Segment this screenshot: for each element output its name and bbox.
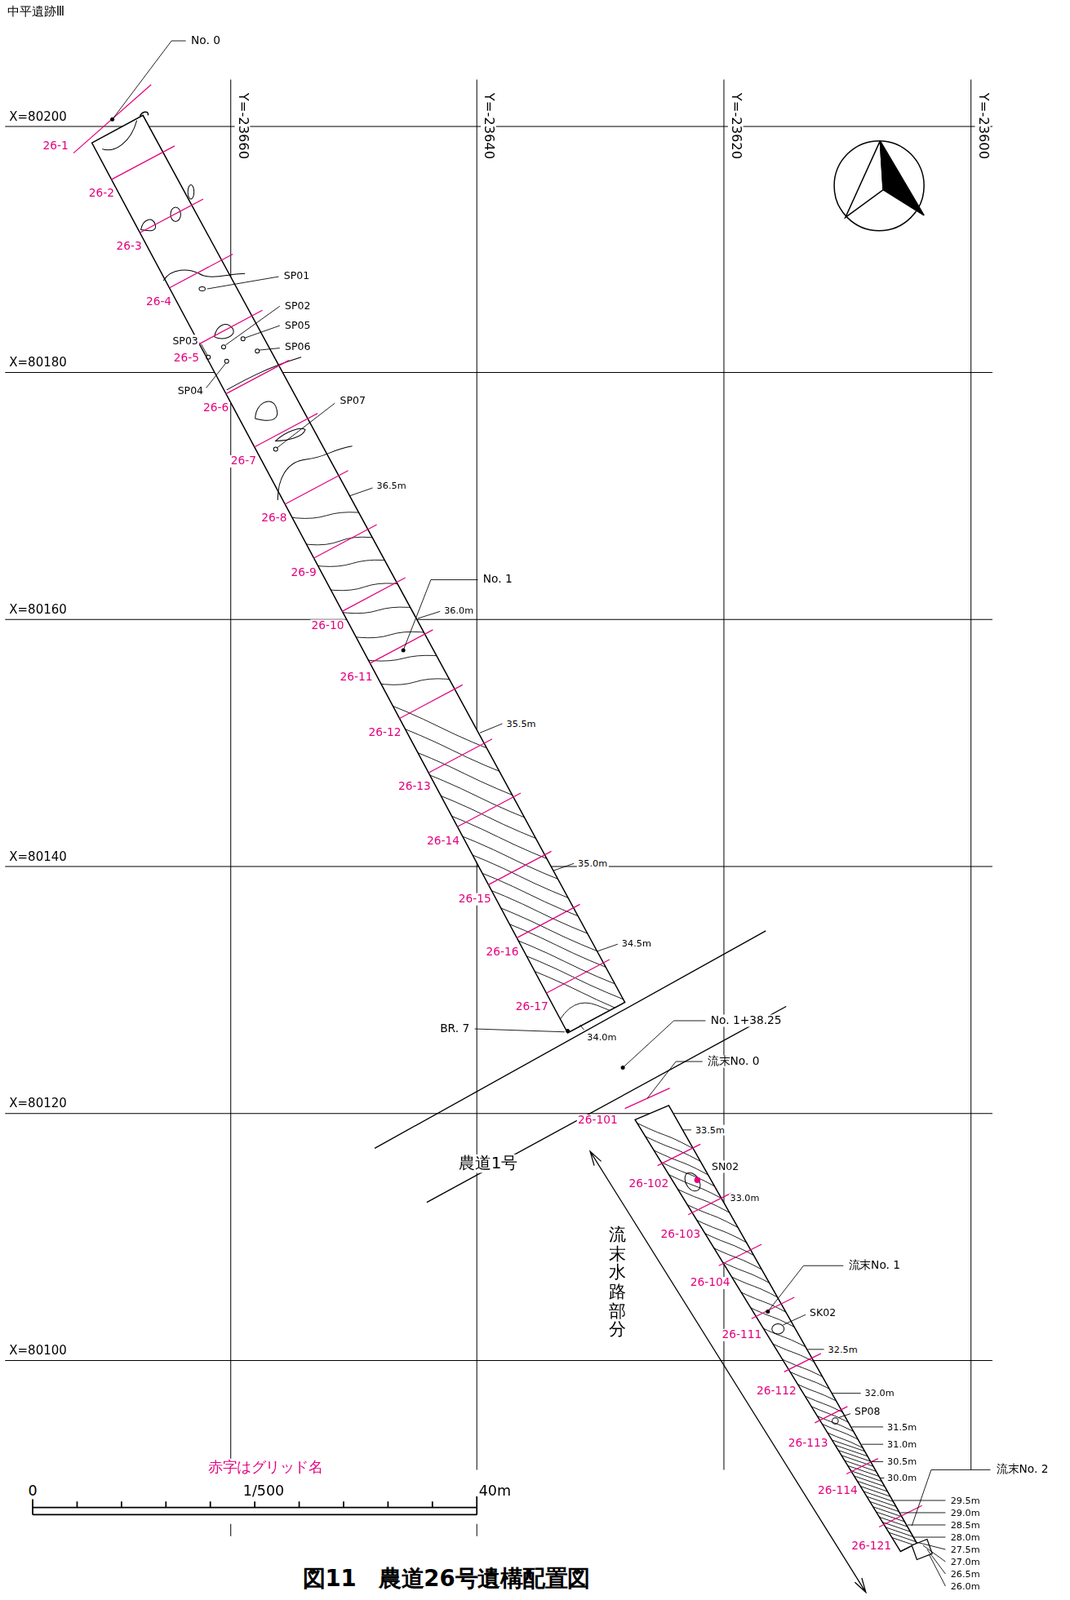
survey-point xyxy=(110,117,770,1315)
elevation-label: 36.0m xyxy=(443,605,476,617)
feature-label: SP08 xyxy=(853,1406,882,1418)
elevation-label: 28.5m xyxy=(949,1520,982,1532)
feature-label: SP06 xyxy=(284,341,312,353)
scale-label: 0 xyxy=(26,1482,39,1499)
elevation-label: 36.5m xyxy=(375,480,408,492)
grid-name: 26-17 xyxy=(515,1001,550,1015)
elevation-label: 34.0m xyxy=(586,1032,618,1044)
elevation-label: 35.0m xyxy=(577,858,609,870)
station-label: No. 0 xyxy=(190,34,222,48)
station-label: No. 1 xyxy=(481,572,513,587)
grid-coordinate: X=80180 xyxy=(8,356,68,371)
station-label: No. 1+38.25 xyxy=(709,1014,782,1028)
grid-name: 26-12 xyxy=(367,726,402,740)
grid-coordinate: X=80140 xyxy=(8,850,68,865)
grid-coordinate: X=80160 xyxy=(8,603,68,618)
elevation-label: 29.0m xyxy=(949,1508,982,1519)
elevation-label: 28.0m xyxy=(949,1532,982,1544)
grid-boundary xyxy=(73,84,923,1528)
road-name: 農道1号 xyxy=(457,1154,519,1174)
feature-label: SP04 xyxy=(176,385,205,397)
scale-label: 1/500 xyxy=(241,1482,285,1499)
feature-label: SP02 xyxy=(284,300,312,312)
elevation-label: 27.0m xyxy=(949,1557,982,1568)
grid-name: 26-104 xyxy=(688,1276,731,1290)
grid-name: 26-121 xyxy=(850,1540,893,1554)
elevation-label: 32.0m xyxy=(863,1388,896,1399)
extent-arrow xyxy=(590,1151,866,1593)
north-arrow xyxy=(834,141,924,231)
grid-name: 26-5 xyxy=(172,351,200,365)
feature-outline xyxy=(102,120,839,1426)
elevation-label: 30.5m xyxy=(886,1456,919,1468)
contour-line xyxy=(255,509,653,1026)
grid-name: 26-103 xyxy=(659,1229,702,1243)
grid-name: 26-8 xyxy=(260,511,289,525)
grid-name: 26-14 xyxy=(426,834,461,849)
grid-line xyxy=(4,79,993,1537)
elevation-label: 31.0m xyxy=(886,1439,919,1451)
grid-name: 26-102 xyxy=(627,1177,670,1191)
grid-name: 26-101 xyxy=(577,1114,619,1128)
elevation-label: 34.5m xyxy=(621,938,653,950)
grid-name: 26-111 xyxy=(720,1328,763,1342)
grid-name: 26-11 xyxy=(338,671,373,685)
grid-name: 26-4 xyxy=(145,295,174,309)
elevation-label: 35.5m xyxy=(505,719,538,730)
scale-label: 40m xyxy=(477,1482,512,1499)
page-header: 中平遺跡Ⅲ xyxy=(6,4,67,19)
feature-label: SP01 xyxy=(283,269,311,281)
grid-name: 26-113 xyxy=(787,1437,830,1451)
scale-note: 赤字はグリッド名 xyxy=(207,1459,325,1476)
grid-name: 26-114 xyxy=(816,1485,859,1499)
grid-coordinate: Y=-23640 xyxy=(480,91,497,160)
figure-caption: 図11 農道26号遺構配置図 xyxy=(301,1565,591,1592)
grid-name: 26-2 xyxy=(88,187,116,201)
grid-name: 26-13 xyxy=(397,780,432,794)
contour-line xyxy=(623,1117,942,1556)
grid-name: 26-6 xyxy=(202,401,231,415)
feature-label: SP05 xyxy=(284,319,312,332)
feature-label: SK02 xyxy=(808,1306,838,1319)
grid-name: 26-3 xyxy=(115,240,143,254)
grid-coordinate: Y=-23600 xyxy=(974,91,991,160)
grid-name: 26-1 xyxy=(41,139,70,153)
station-label: 流末No. 1 xyxy=(847,1259,902,1273)
grid-name: 26-16 xyxy=(484,945,520,960)
station-label: 流末No. 2 xyxy=(995,1463,1050,1477)
grid-name: 26-10 xyxy=(310,619,345,633)
grid-name: 26-7 xyxy=(229,454,258,468)
section-label: 流末水路部分 xyxy=(608,1225,627,1340)
feature-label: SP03 xyxy=(171,334,200,347)
feature-point xyxy=(694,1176,702,1184)
station-label: 流末No. 0 xyxy=(706,1055,761,1069)
grid-name: 26-9 xyxy=(289,566,318,580)
trench-outline xyxy=(92,115,626,1034)
grid-coordinate: Y=-23660 xyxy=(234,91,250,160)
grid-coordinate: X=80100 xyxy=(8,1345,68,1359)
elevation-label: 33.0m xyxy=(728,1193,761,1204)
scale-bar xyxy=(32,1496,477,1516)
elevation-label: 33.5m xyxy=(694,1125,727,1137)
grid-name: 26-112 xyxy=(755,1385,798,1399)
grid-name: 26-15 xyxy=(457,892,492,906)
trench-outline xyxy=(634,1105,917,1553)
elevation-label: 31.5m xyxy=(886,1422,919,1434)
elevation-label: 32.5m xyxy=(826,1345,859,1356)
grid-coordinate: X=80200 xyxy=(8,110,68,125)
benchmark-label: BR. 7 xyxy=(439,1022,471,1036)
elevation-label: 26.5m xyxy=(949,1569,982,1581)
elevation-label: 27.5m xyxy=(949,1545,982,1556)
elevation-label: 30.0m xyxy=(886,1473,919,1484)
trench-outline xyxy=(139,111,148,116)
leader-line xyxy=(112,40,991,1587)
elevation-label: 26.0m xyxy=(949,1581,982,1593)
elevation-label: 29.5m xyxy=(949,1496,982,1507)
grid-coordinate: X=80120 xyxy=(8,1097,68,1112)
feature-label: SN02 xyxy=(710,1160,741,1173)
feature-label: SP07 xyxy=(338,395,367,407)
grid-coordinate: Y=-23620 xyxy=(727,91,743,160)
